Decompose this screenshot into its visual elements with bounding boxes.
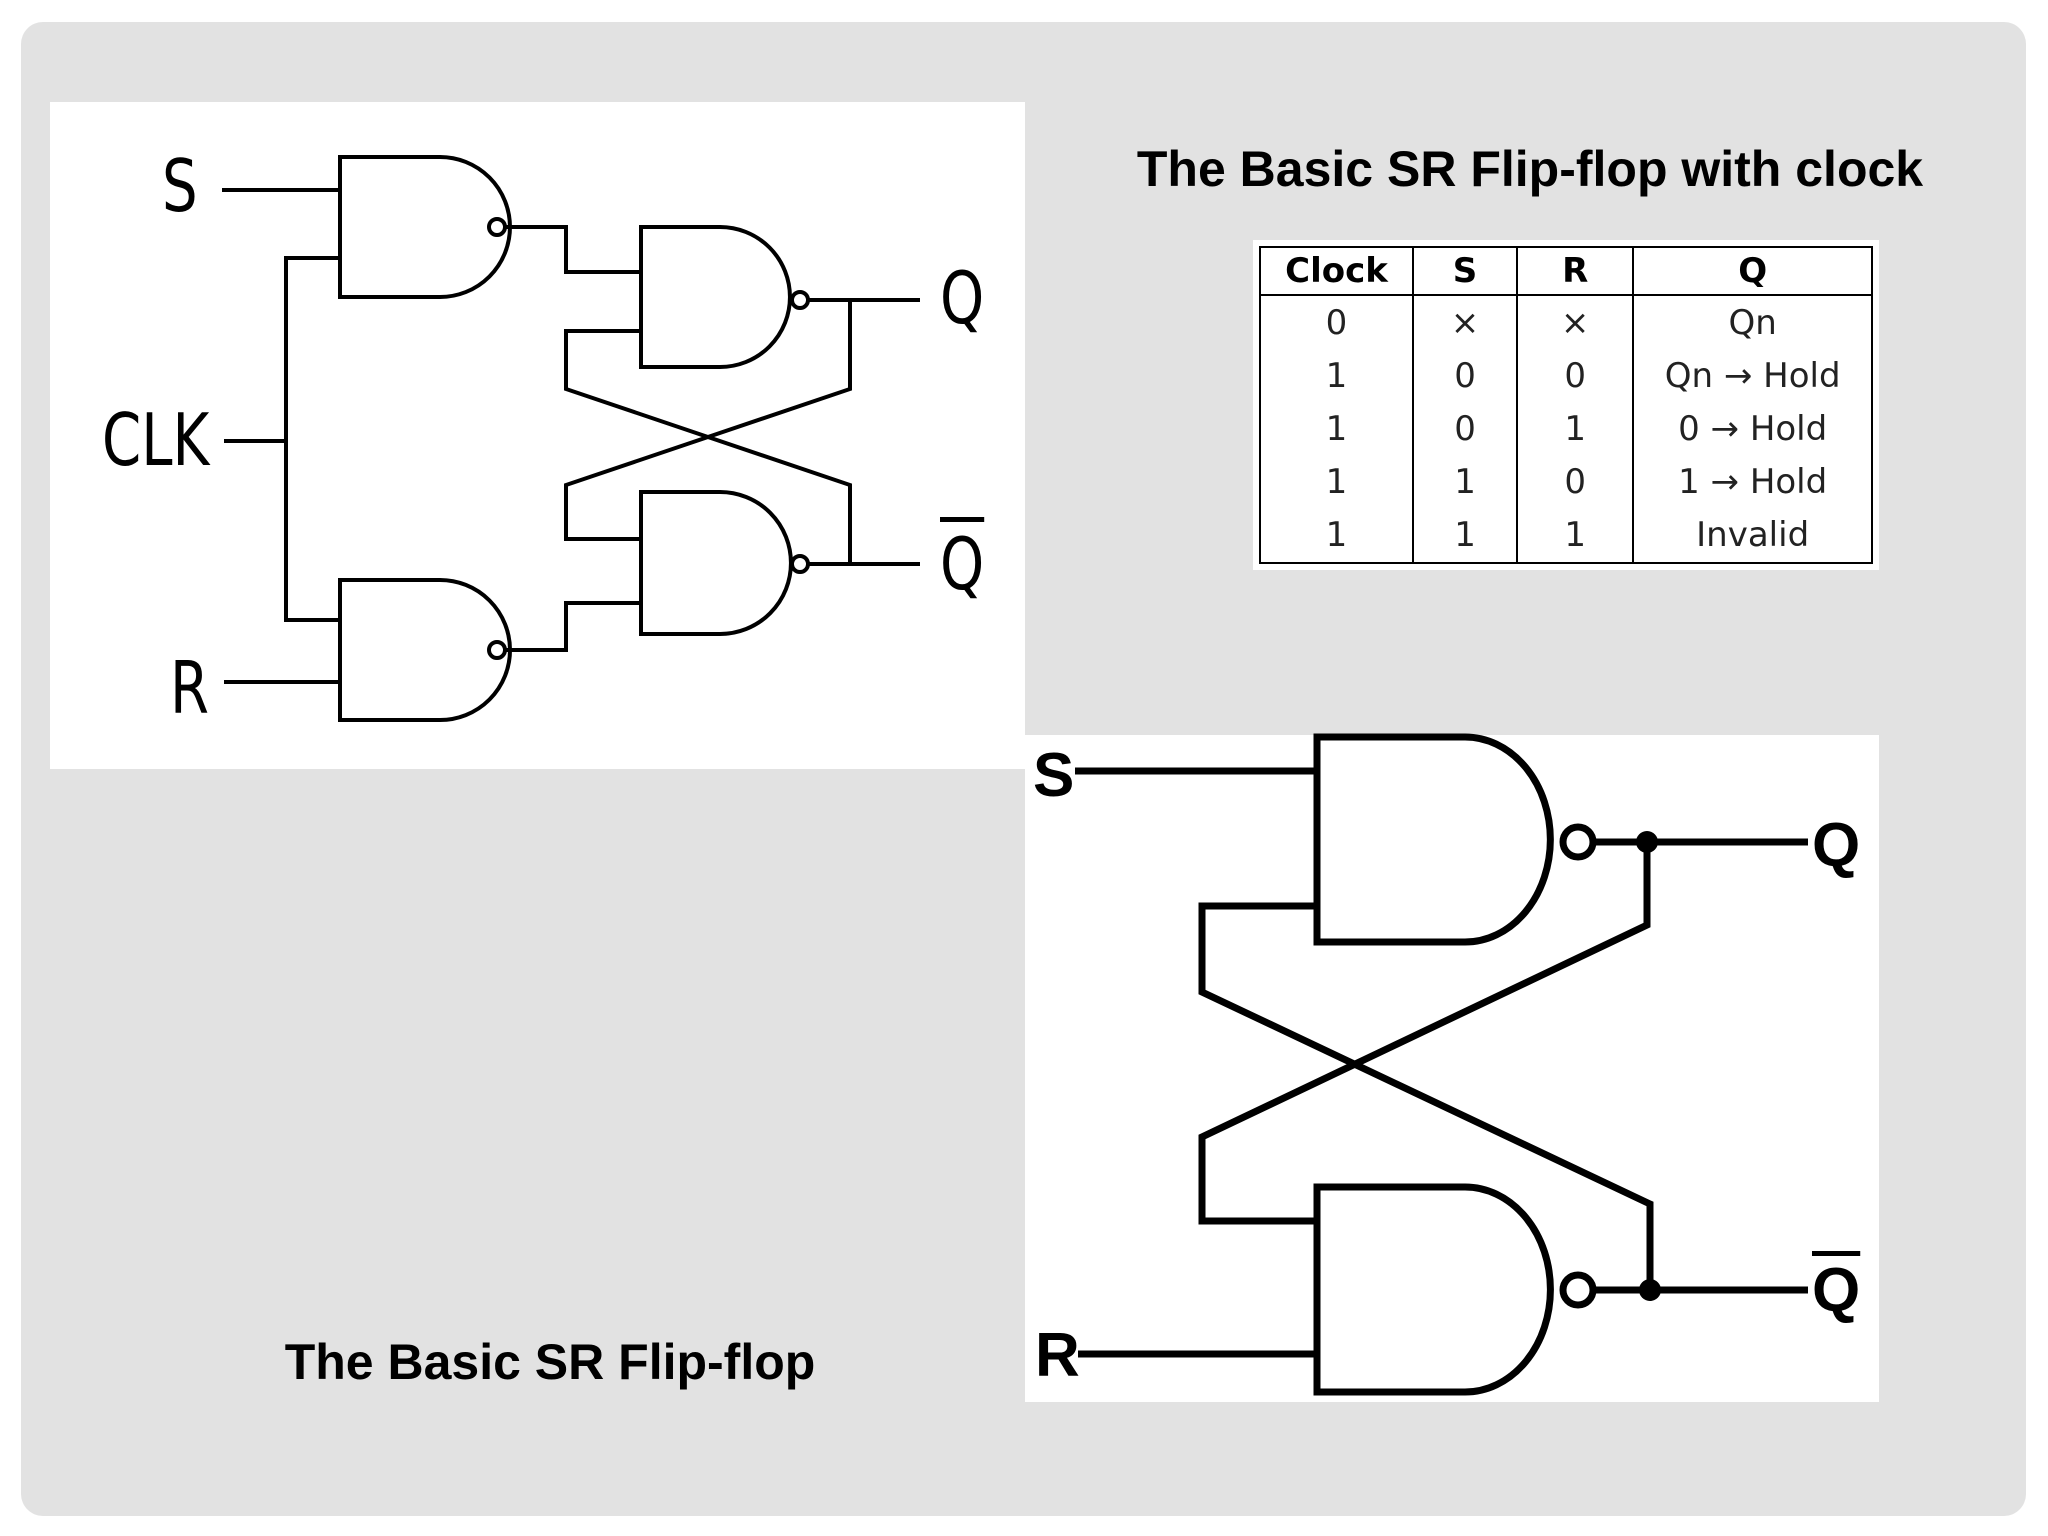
table-cell: × [1516, 295, 1635, 350]
table-cell: Qn → Hold [1632, 349, 1873, 403]
table-cell: × [1411, 295, 1519, 350]
clocked-label-r: R [170, 646, 210, 730]
nand-gate-s [338, 155, 512, 299]
nand-gate-r [338, 578, 512, 722]
basic-label-q: Q [1812, 811, 1861, 880]
table-cell: 1 → Hold [1632, 455, 1873, 509]
basic-nand-gate-b [1313, 1183, 1554, 1396]
table-cell: 0 [1411, 349, 1519, 403]
header-s: S [1411, 246, 1519, 296]
basic-junction-q [1636, 831, 1658, 853]
header-r: R [1516, 246, 1635, 296]
gate-qbar-bubble [790, 554, 810, 574]
clocked-label-clk: CLK [102, 398, 210, 482]
table-cell: 1 [1259, 349, 1414, 403]
gate-q-bubble [790, 290, 810, 310]
table-cell: Qn [1632, 295, 1873, 350]
basic-wire-q-feedback [1198, 842, 1651, 1225]
truth-table-panel: Clock S R Q 0 × × Qn 1 0 0 Qn → Hold 1 0 [1253, 240, 1879, 570]
wire-s-to-latch [505, 225, 641, 274]
table-cell: Invalid [1632, 508, 1873, 564]
table-row: 0 × × Qn [1259, 295, 1873, 350]
basic-junction-qbar [1639, 1279, 1661, 1301]
table-cell: 0 [1516, 349, 1635, 403]
wire-q-feedback [564, 300, 852, 541]
basic-gate-b-bubble [1559, 1271, 1597, 1309]
table-cell: 0 [1516, 455, 1635, 509]
table-row: 1 0 0 Qn → Hold [1259, 349, 1873, 403]
table-cell: 1 [1259, 455, 1414, 509]
table-cell: 0 → Hold [1632, 402, 1873, 456]
table-cell: 0 [1411, 402, 1519, 456]
table-cell: 1 [1411, 508, 1519, 564]
clocked-sr-flip-flop-diagram [50, 102, 1025, 769]
basic-flip-flop-title: The Basic SR Flip-flop [284, 1334, 816, 1390]
table-cell: 1 [1259, 402, 1414, 456]
header-q: Q [1632, 246, 1873, 296]
header-clock: Clock [1259, 246, 1414, 296]
basic-gate-a-bubble [1559, 823, 1597, 861]
clocked-label-s: S [162, 144, 198, 228]
basic-nand-gate-a [1313, 733, 1554, 946]
basic-wire-qbar-feedback [1198, 902, 1654, 1290]
table-cell: 1 [1516, 402, 1635, 456]
clocked-label-q-bar: Q [940, 522, 985, 606]
table-cell: 1 [1259, 508, 1414, 564]
truth-table-header-row: Clock S R Q [1259, 246, 1873, 296]
nand-gate-qbar [639, 490, 793, 636]
gate-r-bubble [487, 640, 507, 660]
table-row: 1 1 0 1 → Hold [1259, 455, 1873, 509]
clocked-label-q: Q [940, 256, 985, 340]
nand-gate-q [639, 225, 792, 369]
gate-s-bubble [487, 217, 507, 237]
basic-label-r: R [1035, 1321, 1080, 1390]
basic-label-s: S [1033, 741, 1075, 810]
table-row: 1 0 1 0 → Hold [1259, 402, 1873, 456]
table-row: 1 1 1 Invalid [1259, 508, 1873, 564]
table-cell: 1 [1411, 455, 1519, 509]
table-cell: 0 [1259, 295, 1414, 350]
wire-r-to-latch [505, 601, 641, 652]
wire-qbar-feedback [564, 329, 852, 564]
clocked-flip-flop-title: The Basic SR Flip-flop with clock [1136, 141, 1924, 197]
table-cell: 1 [1516, 508, 1635, 564]
truth-table: Clock S R Q 0 × × Qn 1 0 0 Qn → Hold 1 0 [1259, 246, 1873, 564]
basic-label-q-bar: Q [1812, 1256, 1861, 1325]
wire-clk-bus [284, 256, 340, 622]
